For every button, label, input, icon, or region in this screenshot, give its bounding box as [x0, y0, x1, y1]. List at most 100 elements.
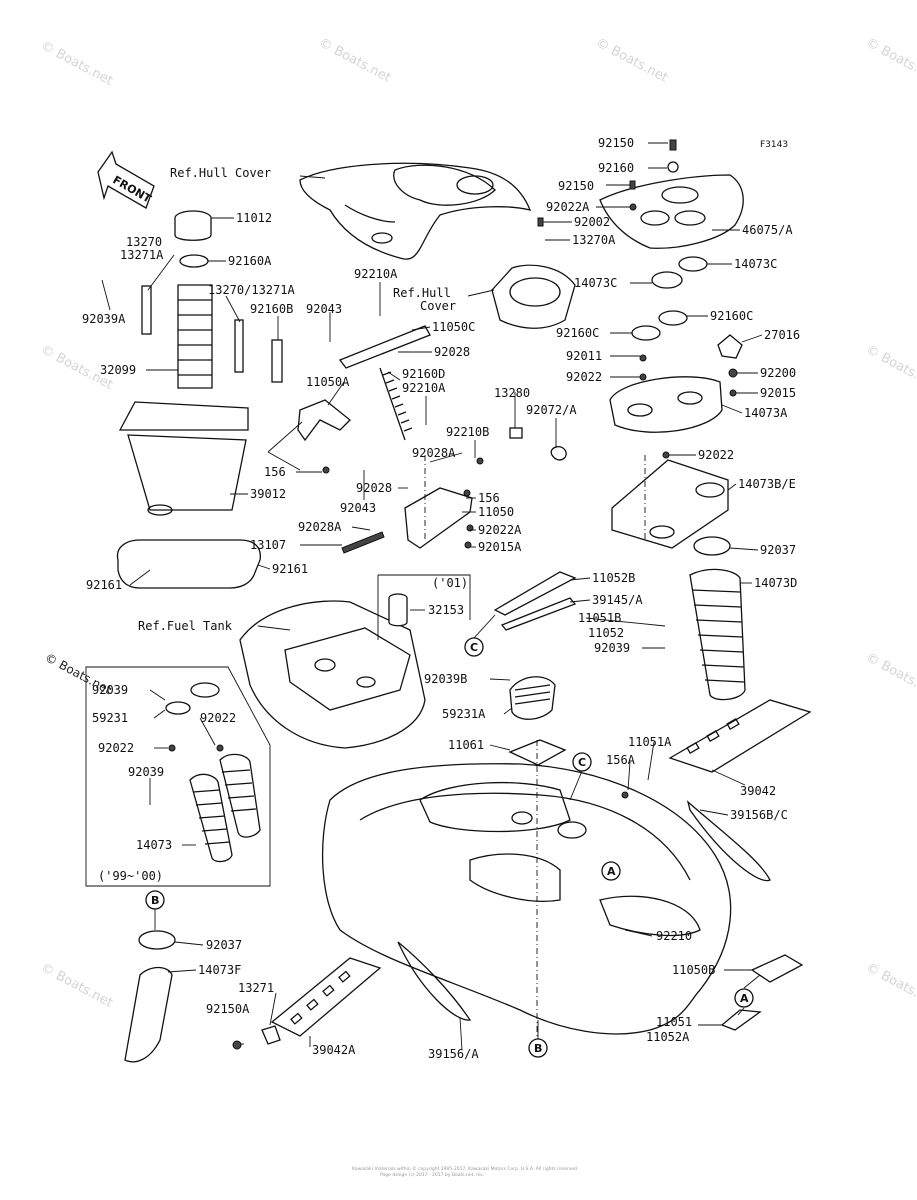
part-label: 92022	[698, 448, 734, 462]
part-label: 13271A	[120, 248, 164, 262]
part-label: 27016	[764, 328, 800, 342]
part-label: 92210B	[446, 425, 489, 439]
clip-92072	[550, 446, 567, 461]
part-label: 14073	[136, 838, 172, 852]
part-label: 11052B	[592, 571, 635, 585]
part-label: 39042	[740, 784, 776, 798]
part-label: 92028A	[298, 520, 342, 534]
ref-hull-cover-2a: Ref.Hull	[393, 286, 451, 300]
part-label: 92011	[566, 349, 602, 363]
part-label: 39156/A	[428, 1047, 479, 1061]
part-label: 92161	[272, 562, 308, 576]
hull-cover-mid	[491, 264, 576, 329]
part-label: 92160D	[402, 367, 445, 381]
leader-lines	[101, 142, 763, 1051]
strip-11052b	[493, 571, 577, 616]
clamp-92037-r	[693, 536, 731, 556]
part-label: 11012	[236, 211, 272, 225]
bucket-39012	[118, 401, 249, 516]
part-label: 11050C	[432, 320, 475, 334]
part-label: 92039	[92, 683, 128, 697]
gasket-11061	[508, 739, 567, 766]
part-labels: 92150 92160 92150 92022A 92002 13270A 46…	[82, 136, 800, 1061]
strip-39156bc	[686, 800, 771, 882]
part-label: 92028	[356, 481, 392, 495]
part-label: 13280	[494, 386, 530, 400]
part-label: 92150	[558, 179, 594, 193]
part-label: 92161	[86, 578, 122, 592]
part-label: 13270	[126, 235, 162, 249]
part-label: 92160	[598, 161, 634, 175]
part-label: 14073F	[198, 963, 241, 977]
mat-39042	[668, 699, 812, 773]
mat-39042a	[270, 957, 382, 1037]
callout-markers: C C A A B B	[145, 637, 754, 1058]
part-label: 92039A	[82, 312, 126, 326]
part-label: 92210A	[354, 267, 398, 281]
part-label: 92022A	[478, 523, 522, 537]
bellows-32099	[177, 284, 213, 389]
strip-13270	[141, 285, 152, 335]
fuel-tank	[239, 600, 426, 749]
part-label: 11050A	[306, 375, 350, 389]
bracket-11050b	[750, 954, 804, 983]
part-label: 39145/A	[592, 593, 643, 607]
vent-59231a	[509, 676, 556, 720]
part-label: 92039	[594, 641, 630, 655]
callout-b: B	[534, 1042, 542, 1055]
part-label: 14073B/E	[738, 477, 796, 491]
part-label: 92022	[200, 711, 236, 725]
part-label: 156	[264, 465, 286, 479]
callout-c: C	[578, 756, 586, 769]
part-label: 11050B	[672, 963, 715, 977]
part-label: 92002	[574, 215, 610, 229]
year-box-99-00	[85, 666, 271, 887]
part-label: 92022	[566, 370, 602, 384]
strip-39156a	[397, 941, 472, 1021]
part-label: 11052A	[646, 1030, 690, 1044]
part-label: 92160C	[710, 309, 753, 323]
part-label: 13270A	[572, 233, 616, 247]
callout-c: C	[470, 641, 478, 654]
spring-92160d	[379, 367, 413, 441]
fasteners	[168, 139, 738, 1050]
part-label: 92039B	[424, 672, 467, 686]
watermark: © Boats.net	[593, 35, 670, 85]
ring-92160a	[179, 254, 209, 268]
part-label: 92015A	[478, 540, 522, 554]
bellows-14073d	[689, 568, 746, 701]
ring-14073c-r	[678, 256, 708, 272]
part-label: 14073C	[574, 276, 617, 290]
part-label: 92160C	[556, 326, 599, 340]
part-13271	[261, 1025, 281, 1045]
part-13280	[509, 427, 523, 439]
watermark: © Boats.net	[38, 960, 115, 1010]
part-label: 46075/A	[742, 223, 793, 237]
part-label: 11051	[656, 1015, 692, 1029]
part-label: 92210A	[402, 381, 446, 395]
part-label: 92037	[206, 938, 242, 952]
part-label: 11061	[448, 738, 484, 752]
part-label: 11050	[478, 505, 514, 519]
part-label: 92028	[434, 345, 470, 359]
watermark: © Boats.net	[863, 960, 917, 1010]
lever-11050	[404, 487, 473, 549]
callout-a: A	[607, 865, 616, 878]
ring-14073c-l	[651, 271, 683, 289]
part-label: 92022A	[546, 200, 590, 214]
ring-92160c-r	[658, 310, 688, 326]
cover-46075	[599, 174, 744, 249]
part-label: 156	[478, 491, 500, 505]
part-label: 59231A	[442, 707, 486, 721]
ref-hull-cover: Ref.Hull Cover	[170, 166, 271, 180]
footer-copyright: Kawasaki materials within © copyright 19…	[352, 1165, 578, 1172]
part-label: 92150	[598, 136, 634, 150]
front-arrow-icon: FRONT	[97, 150, 155, 209]
part-label: 11052	[588, 626, 624, 640]
bracket-11051	[720, 1009, 762, 1031]
part-label: 32099	[100, 363, 136, 377]
part-label: 13270/13271A	[208, 283, 295, 297]
strip-39145	[500, 597, 577, 631]
part-label: 59231	[92, 711, 128, 725]
clamp-92037-l	[138, 930, 176, 950]
